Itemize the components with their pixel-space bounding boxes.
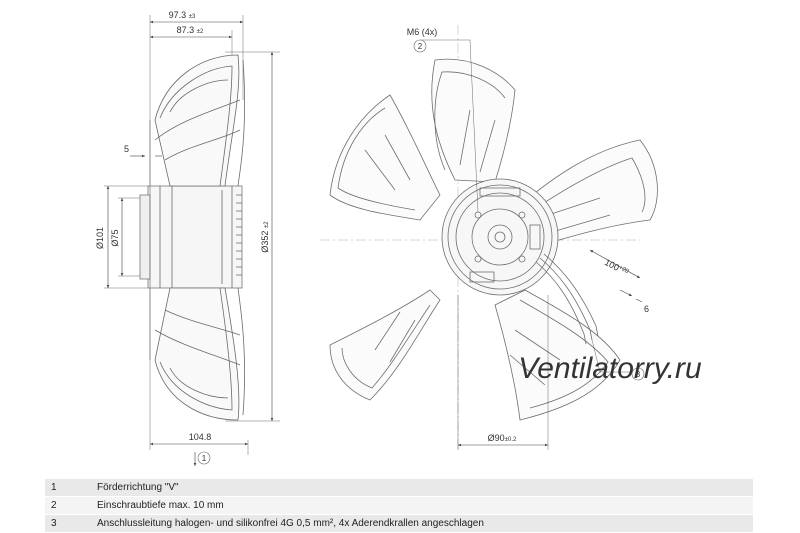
dim-strip: 6 <box>644 304 649 314</box>
dim-offset: 5 <box>124 144 129 154</box>
callout-3: 3 <box>636 370 641 379</box>
front-dimensions <box>420 39 643 450</box>
side-dimension-texts: 97.3 ±3 87.3 ±2 5 Ø101 Ø75 Ø352 ±2 104.8… <box>95 10 270 465</box>
legend-number: 3 <box>45 514 91 533</box>
legend-row: 3 Anschlussleitung halogen- und silikonf… <box>45 514 753 533</box>
legend-number: 1 <box>45 479 91 497</box>
side-view <box>139 15 280 455</box>
dim-d352: Ø352 ±2 <box>260 221 270 253</box>
legend-text: Einschraubtiefe max. 10 mm <box>91 496 753 515</box>
legend-row: 1 Förderrichtung "V" <box>45 479 753 497</box>
dim-overall-depth: 97.3 ±3 <box>169 10 196 20</box>
callout-2: 2 <box>418 42 423 51</box>
legend-text: Anschlussleitung halogen- und silikonfre… <box>91 514 753 533</box>
callout-2-circle <box>413 39 427 53</box>
legend-row: 2 Einschraubtiefe max. 10 mm <box>45 496 753 515</box>
dim-d101: Ø101 <box>95 227 105 249</box>
dim-d90: Ø90±0.2 <box>488 433 517 443</box>
legend-table: 1 Förderrichtung "V" 2 Einschraubtiefe m… <box>45 479 753 533</box>
dim-cable-length: 100+20 <box>603 257 631 278</box>
dim-d75: Ø75 <box>110 229 120 246</box>
dim-blade-depth: 87.3 ±2 <box>177 25 204 35</box>
label-m6: M6 (4x) <box>407 27 438 37</box>
side-dimensions <box>104 20 274 466</box>
legend-text: Förderrichtung "V" <box>91 479 753 497</box>
dim-bottom-depth: 104.8 <box>189 432 212 442</box>
technical-drawing: 97.3 ±3 87.3 ±2 5 Ø101 Ø75 Ø352 ±2 104.8… <box>95 10 702 466</box>
callout-3-circle <box>631 367 645 381</box>
watermark: Ventilatorry.ru <box>518 352 702 385</box>
front-view <box>320 25 658 450</box>
callout-1-circle <box>197 451 211 465</box>
legend-number: 2 <box>45 496 91 515</box>
callout-1: 1 <box>202 454 207 463</box>
